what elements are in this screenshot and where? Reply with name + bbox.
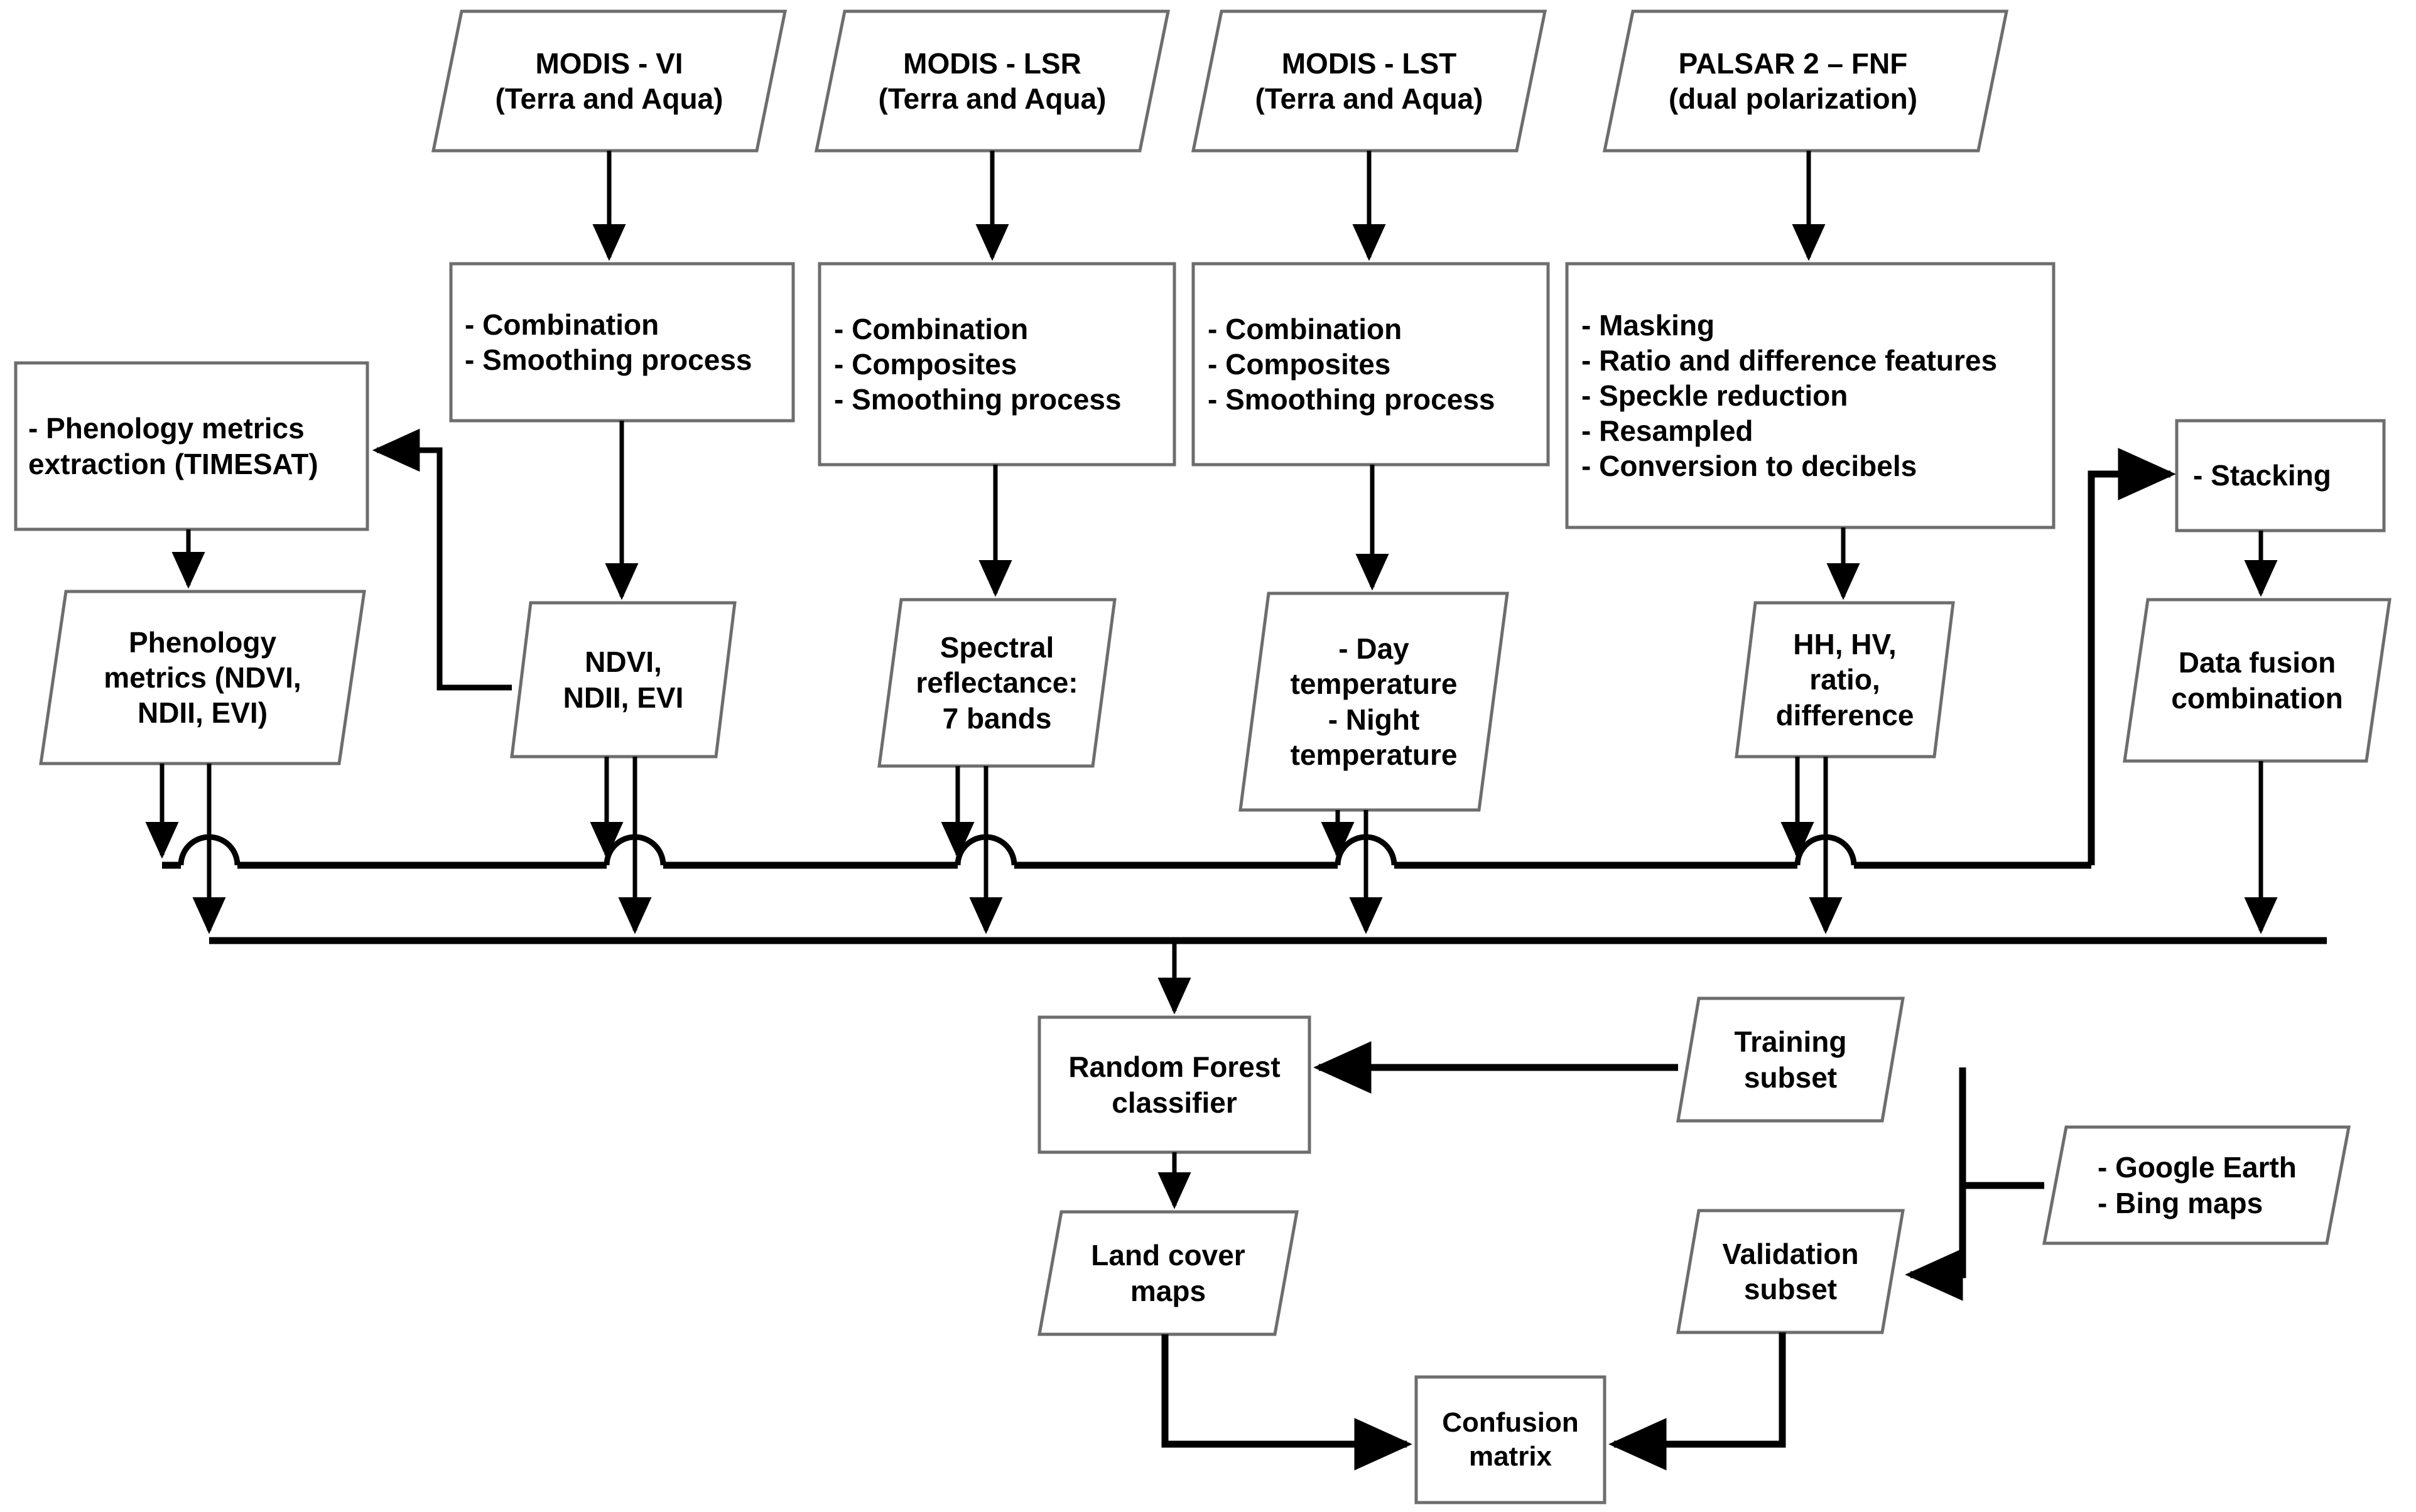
shape-training-subset [1676, 996, 1905, 1123]
shape-land-cover-maps [1037, 1210, 1299, 1336]
shape-modis-lsr [814, 9, 1171, 153]
connector-edges [145, 151, 2327, 1471]
bus-upper-to-stacking [2088, 448, 2176, 865]
shape-random-forest [1037, 1015, 1311, 1154]
edge-ndvi-to-phenoextract [372, 428, 512, 691]
shape-temperature [1238, 591, 1509, 812]
edge-reference-to-training [1959, 1067, 2044, 1189]
shape-phenology-extraction [14, 361, 369, 531]
edge-landcover-to-confusion [1161, 1334, 1412, 1471]
shape-vi-process [449, 262, 795, 423]
shape-lsr-process [818, 262, 1176, 467]
shape-palsar2-fnf [1602, 9, 2009, 153]
shape-validation-subset [1676, 1209, 1905, 1334]
shape-hh-hv [1735, 601, 1955, 759]
shape-phenology-metrics [39, 590, 366, 765]
shape-palsar-process [1565, 262, 2056, 529]
shape-ndvi-ndii-evi [510, 601, 737, 759]
node-shapes [14, 9, 2392, 1504]
shape-lst-process [1191, 262, 1550, 467]
shape-data-fusion [2123, 598, 2392, 763]
shape-spectral-reflectance [877, 598, 1117, 768]
shape-reference-sources [2042, 1125, 2351, 1245]
edge-validation-to-confusion [1608, 1332, 1786, 1471]
edge-reference-to-validation [1905, 1185, 1966, 1301]
shape-confusion-matrix [1414, 1375, 1606, 1504]
shape-stacking [2175, 419, 2386, 532]
shape-modis-vi [431, 9, 788, 153]
shape-modis-lst [1191, 9, 1547, 153]
